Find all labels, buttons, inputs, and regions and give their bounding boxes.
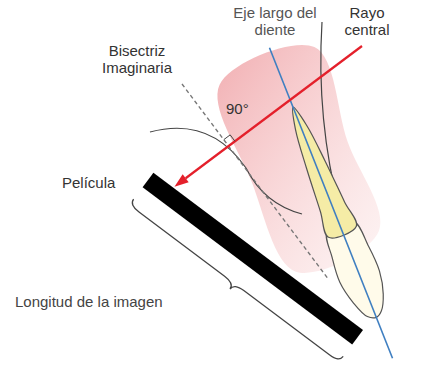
angle-label: 90° [226, 100, 249, 117]
length-bracket [132, 199, 343, 359]
film-label: Película [62, 174, 115, 191]
tooth-root [292, 107, 356, 238]
central-ray [186, 46, 362, 178]
ray-arrowhead [174, 174, 188, 186]
axis-label: Eje largo del diente [232, 4, 318, 39]
bisector-label: Bisectriz Imaginaria [92, 42, 182, 77]
length-label: Longitud de la imagen [15, 293, 163, 310]
ray-label: Rayo central [332, 4, 402, 39]
film-bar [148, 180, 358, 337]
right-angle-marker [224, 135, 235, 141]
